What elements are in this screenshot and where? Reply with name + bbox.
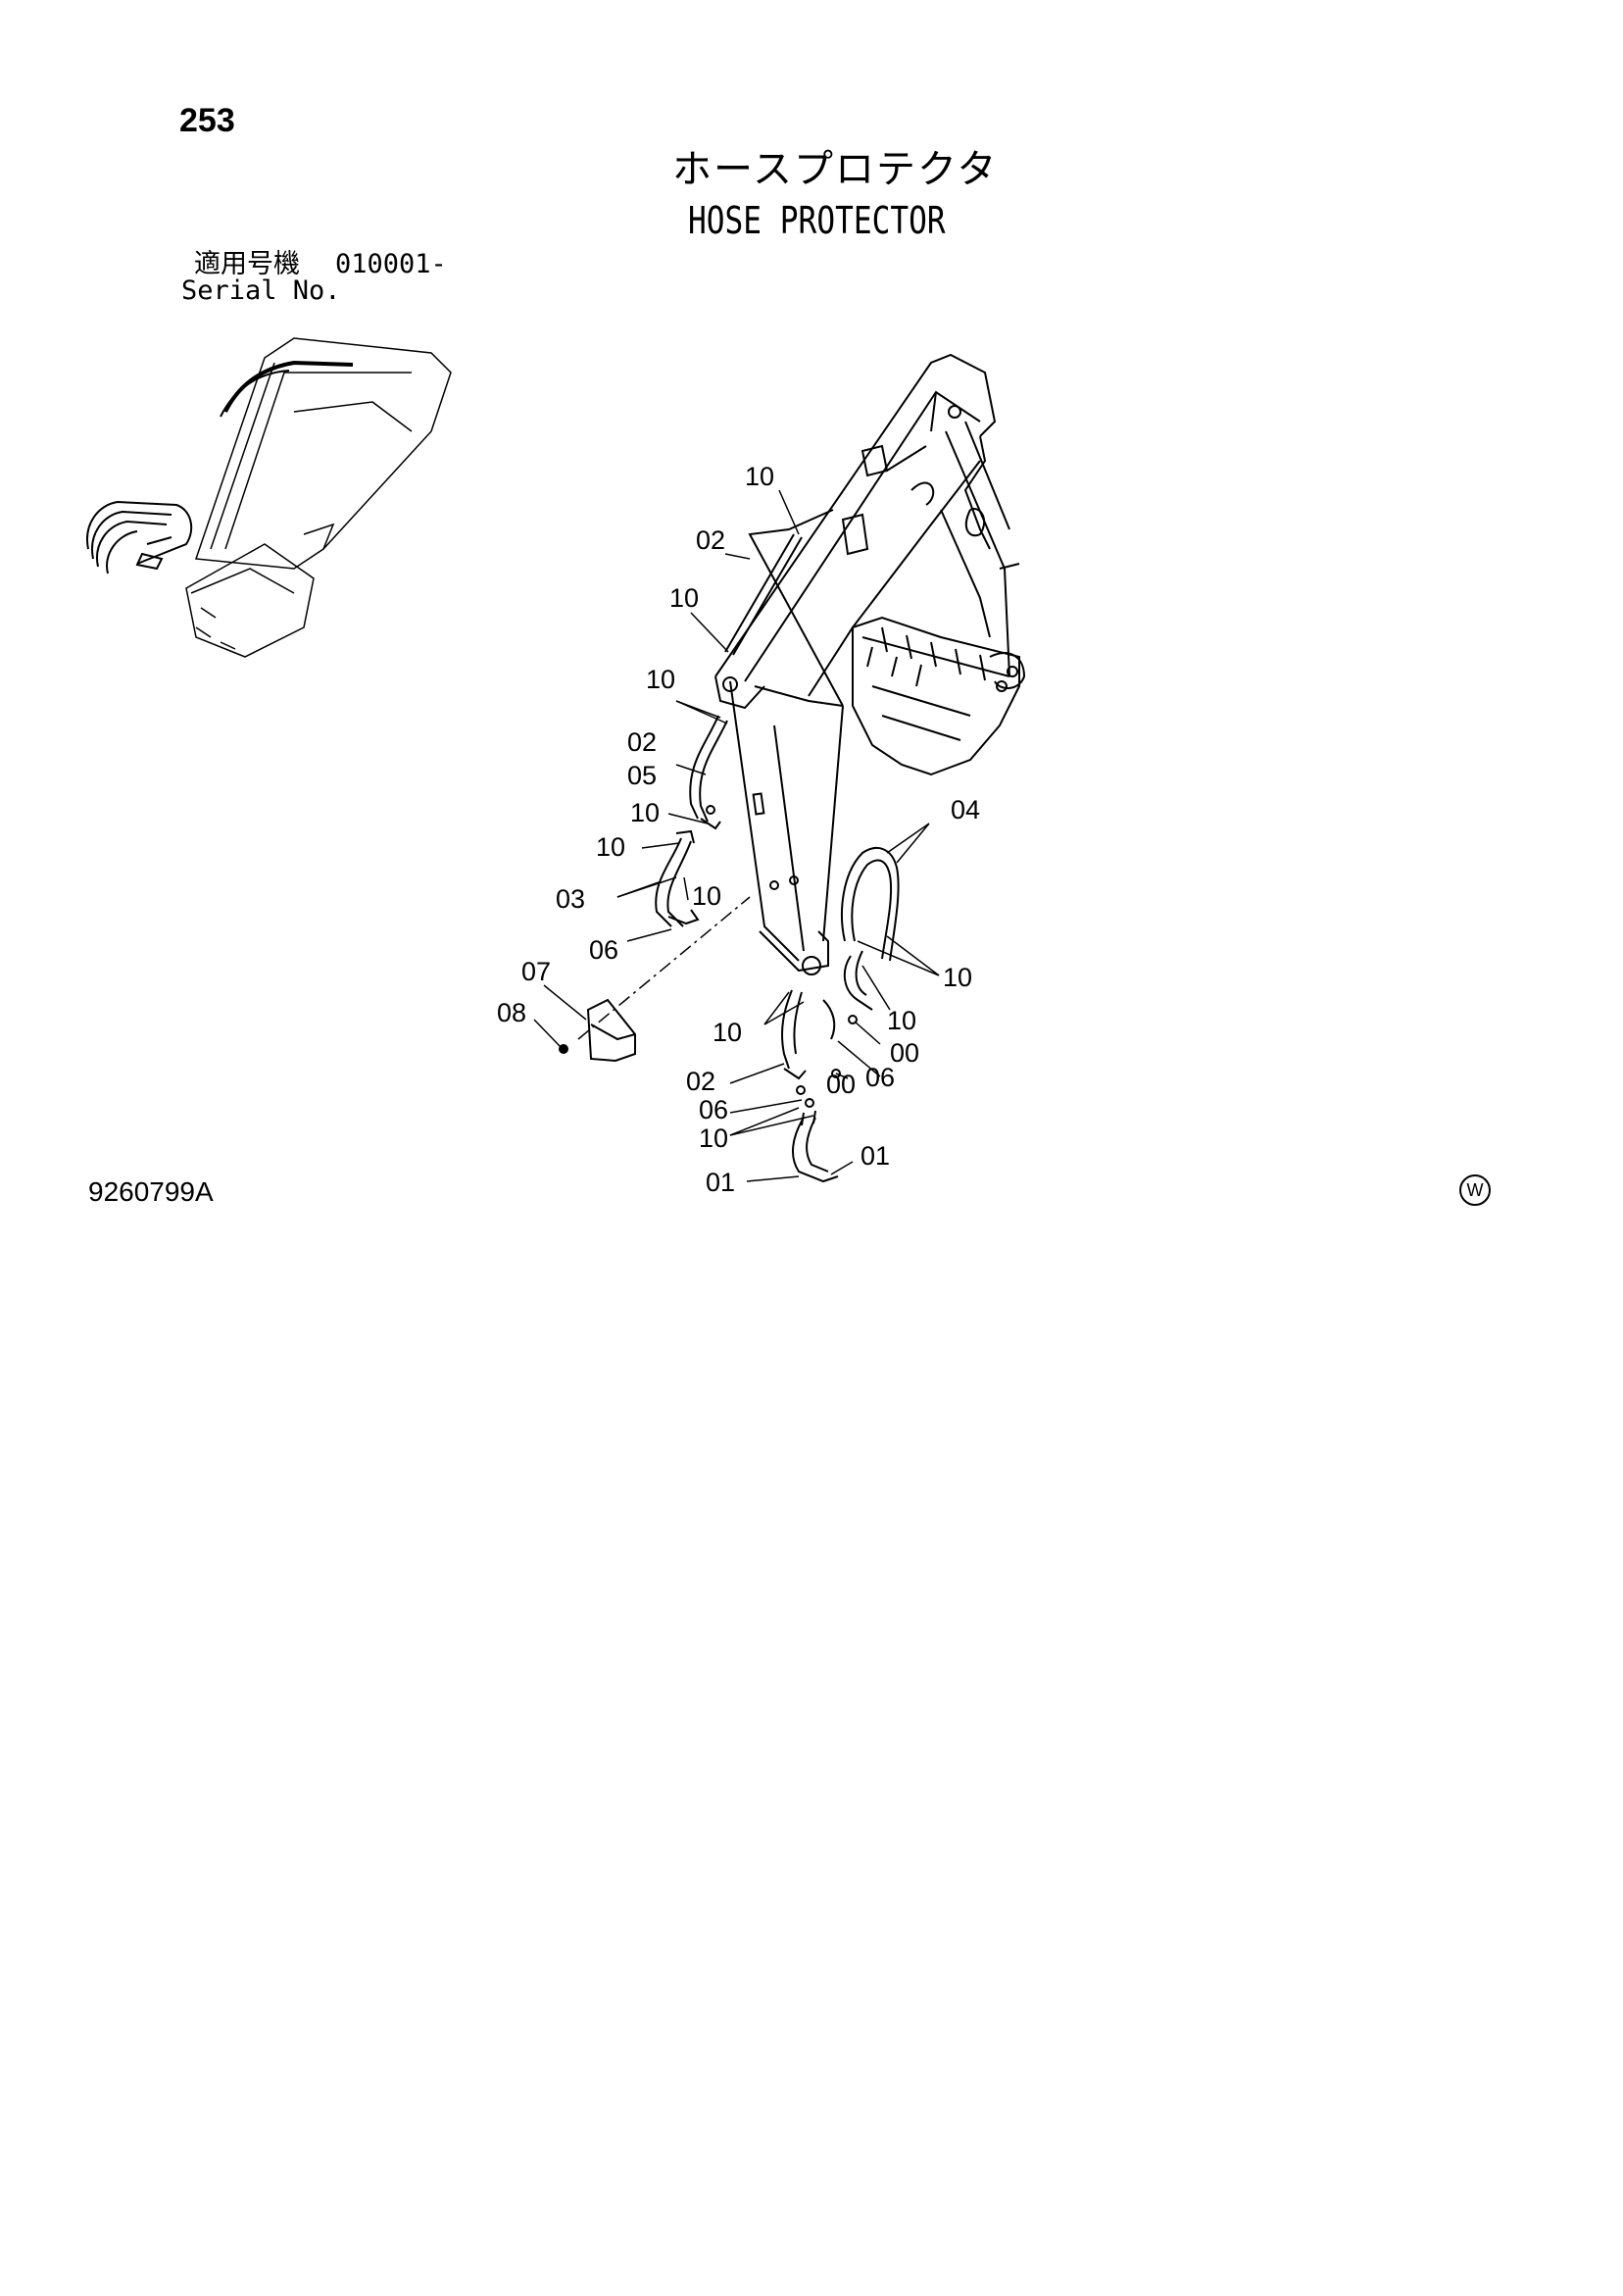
callout-01: 01	[706, 1168, 735, 1197]
callout-05: 05	[627, 761, 657, 790]
title-english: HOSE PROTECTOR	[688, 199, 946, 242]
callout-10: 10	[745, 462, 774, 491]
callout-06: 06	[589, 935, 618, 965]
callout-10: 10	[669, 583, 699, 613]
callout-10: 10	[699, 1123, 728, 1153]
callout-00: 00	[826, 1070, 856, 1099]
hose-protector-04	[841, 847, 900, 962]
callout-03: 03	[556, 884, 585, 914]
callout-06: 06	[865, 1063, 895, 1092]
callout-10: 10	[646, 665, 675, 694]
callout-02: 02	[627, 727, 657, 757]
drawing-id: 9260799A	[88, 1176, 214, 1207]
callout-07: 07	[521, 957, 551, 986]
leader-lines	[533, 489, 940, 1182]
callout-04: 04	[951, 795, 980, 824]
callout-00: 00	[890, 1038, 919, 1068]
callout-10: 10	[943, 963, 972, 992]
key-diagram-hoses	[86, 360, 354, 574]
key-diagram-arm	[194, 337, 452, 570]
arm-structure	[714, 353, 997, 975]
bolt-08	[559, 1044, 568, 1054]
callout-labels: 10 02 10 10 02 05 10 10 03 10 06 07 08 0…	[497, 462, 980, 1197]
serial-label-japanese: 適用号機	[194, 249, 300, 279]
w-mark-icon: W	[1459, 1174, 1491, 1206]
callout-10: 10	[713, 1018, 742, 1047]
hose-protector-lower	[781, 989, 836, 1080]
boom-cylinder	[945, 421, 1020, 677]
callout-10: 10	[596, 832, 625, 862]
serial-label-english: Serial No.	[181, 275, 341, 306]
callout-06: 06	[699, 1095, 728, 1124]
bucket	[852, 616, 1026, 776]
hose-protector-03	[655, 829, 700, 927]
callout-08: 08	[497, 998, 526, 1027]
hose-protector-02-05	[689, 715, 728, 830]
hose-protector-00	[843, 950, 873, 1011]
clips	[706, 805, 858, 1108]
phantom-line	[577, 896, 751, 1040]
callout-10: 10	[630, 798, 660, 827]
callout-10: 10	[887, 1006, 916, 1035]
title-japanese: ホースプロテクタ	[672, 147, 999, 192]
page-number: 253	[179, 102, 235, 139]
cover-07	[586, 998, 636, 1063]
hose-protector-10-02	[724, 533, 803, 656]
callout-10: 10	[692, 881, 721, 911]
hose-protector-01	[792, 1110, 839, 1183]
callout-02: 02	[686, 1067, 715, 1096]
callout-02: 02	[696, 525, 725, 555]
callout-01: 01	[861, 1141, 890, 1171]
key-diagram-bucket	[185, 543, 315, 658]
serial-range: 010001-	[335, 249, 447, 279]
